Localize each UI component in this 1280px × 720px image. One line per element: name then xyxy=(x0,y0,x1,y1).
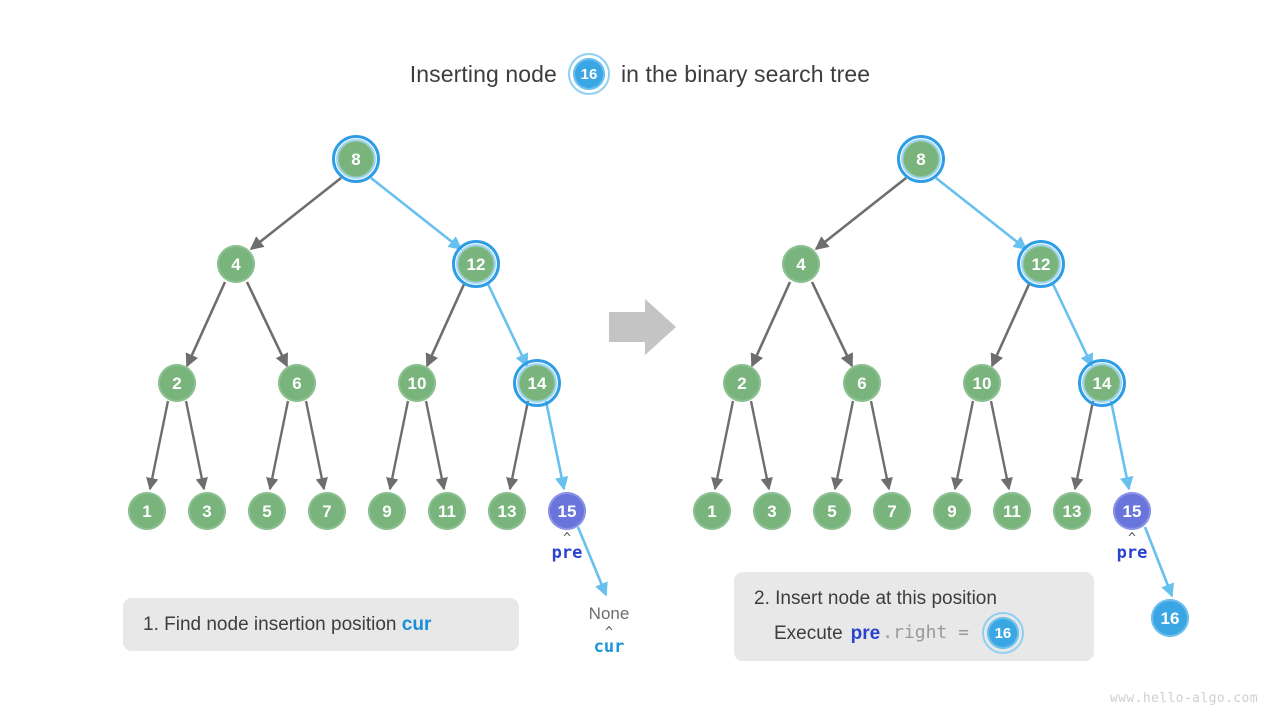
node-14-value: 14 xyxy=(527,373,547,393)
pointer-pre-after: ^ pre xyxy=(1097,531,1167,563)
node-9[interactable]: 9 xyxy=(368,492,406,530)
title-node-16-value: 16 xyxy=(580,65,598,83)
none-label: None xyxy=(588,604,630,623)
node-15-value: 15 xyxy=(557,501,577,521)
node-1-value: 1 xyxy=(142,501,152,521)
node-10-after[interactable]: 10 xyxy=(963,364,1001,402)
caption-2-execute-word: Execute xyxy=(774,622,843,644)
node-2-after-value: 2 xyxy=(737,373,747,393)
node-15-after[interactable]: 15 xyxy=(1113,492,1151,530)
caption-1-keyword-cur: cur xyxy=(401,614,432,635)
node-16-inserted-value: 16 xyxy=(1160,608,1180,628)
node-3[interactable]: 3 xyxy=(188,492,226,530)
pointer-cur-before: ^ cur xyxy=(574,625,644,657)
node-13-value: 13 xyxy=(497,501,517,521)
node-7-after-value: 7 xyxy=(887,501,897,521)
title-text-after: in the binary search tree xyxy=(620,60,871,87)
pre-label: pre xyxy=(551,543,583,563)
node-2[interactable]: 2 xyxy=(158,364,196,402)
node-5-after-value: 5 xyxy=(827,501,837,521)
node-15-after-value: 15 xyxy=(1122,501,1142,521)
node-9-value: 9 xyxy=(382,501,392,521)
node-8[interactable]: 8 xyxy=(332,135,380,183)
node-14[interactable]: 14 xyxy=(513,359,561,407)
node-11-after-value: 11 xyxy=(1003,501,1021,521)
node-1[interactable]: 1 xyxy=(128,492,166,530)
node-8-after[interactable]: 8 xyxy=(897,135,945,183)
node-9-after-value: 9 xyxy=(947,501,957,521)
title-text-before: Inserting node xyxy=(409,60,557,87)
node-12-after-value: 12 xyxy=(1031,254,1051,274)
node-3-value: 3 xyxy=(202,501,212,521)
node-4-value: 4 xyxy=(231,254,241,274)
transition-arrow-icon xyxy=(609,299,676,355)
node-10-value: 10 xyxy=(407,373,427,393)
node-4[interactable]: 4 xyxy=(217,245,255,283)
pre-caret-icon: ^ xyxy=(563,531,571,546)
node-3-after[interactable]: 3 xyxy=(753,492,791,530)
caption-2-expression: .right = xyxy=(882,622,969,644)
caption-2-node-16: 16 xyxy=(981,612,1024,655)
node-6-after[interactable]: 6 xyxy=(843,364,881,402)
node-8-after-value: 8 xyxy=(916,149,926,169)
caption-box-step-2: 2. Insert node at this position Execute … xyxy=(734,572,1094,662)
node-5-value: 5 xyxy=(262,501,272,521)
title-node-16: 16 xyxy=(567,53,610,95)
node-13-after[interactable]: 13 xyxy=(1053,492,1091,530)
node-12-after[interactable]: 12 xyxy=(1017,240,1065,288)
node-5[interactable]: 5 xyxy=(248,492,286,530)
cur-caret-icon: ^ xyxy=(605,625,613,640)
node-12[interactable]: 12 xyxy=(452,240,500,288)
pre-label-after: pre xyxy=(1116,543,1148,563)
node-14-after-value: 14 xyxy=(1092,373,1112,393)
node-6[interactable]: 6 xyxy=(278,364,316,402)
watermark: www.hello-algo.com xyxy=(1109,691,1258,706)
caption-2-keyword-pre: pre xyxy=(850,622,881,644)
caption-2-line-2: Execute pre .right = 16 xyxy=(754,612,1074,655)
cur-label: cur xyxy=(593,637,625,657)
node-15[interactable]: 15 xyxy=(548,492,586,530)
node-4-after-value: 4 xyxy=(796,254,806,274)
node-6-value: 6 xyxy=(292,373,302,393)
node-9-after[interactable]: 9 xyxy=(933,492,971,530)
caption-box-step-1: 1. Find node insertion position cur xyxy=(123,598,519,652)
node-3-after-value: 3 xyxy=(767,501,777,521)
caption-2-node-16-value: 16 xyxy=(994,624,1012,642)
node-2-after[interactable]: 2 xyxy=(723,364,761,402)
pointer-pre-before: ^ pre xyxy=(532,531,602,563)
node-1-after[interactable]: 1 xyxy=(693,492,731,530)
node-11-after[interactable]: 11 xyxy=(993,492,1031,530)
node-10[interactable]: 10 xyxy=(398,364,436,402)
node-14-after[interactable]: 14 xyxy=(1078,359,1126,407)
node-11[interactable]: 11 xyxy=(428,492,466,530)
caption-1-prefix: 1. Find node insertion position xyxy=(143,614,397,635)
page-title: Inserting node 16 in the binary search t… xyxy=(0,50,1280,98)
node-16-inserted[interactable]: 16 xyxy=(1151,599,1189,637)
node-1-after-value: 1 xyxy=(707,501,717,521)
node-10-after-value: 10 xyxy=(972,373,992,393)
node-5-after[interactable]: 5 xyxy=(813,492,851,530)
caption-2-line-1: 2. Insert node at this position xyxy=(754,588,997,609)
node-7-after[interactable]: 7 xyxy=(873,492,911,530)
node-7[interactable]: 7 xyxy=(308,492,346,530)
node-13-after-value: 13 xyxy=(1062,501,1082,521)
node-11-value: 11 xyxy=(438,501,456,521)
node-7-value: 7 xyxy=(322,501,332,521)
pre-caret-after-icon: ^ xyxy=(1128,531,1136,546)
node-6-after-value: 6 xyxy=(857,373,867,393)
node-12-value: 12 xyxy=(466,254,486,274)
node-4-after[interactable]: 4 xyxy=(782,245,820,283)
node-13[interactable]: 13 xyxy=(488,492,526,530)
node-2-value: 2 xyxy=(172,373,182,393)
node-8-value: 8 xyxy=(351,149,361,169)
